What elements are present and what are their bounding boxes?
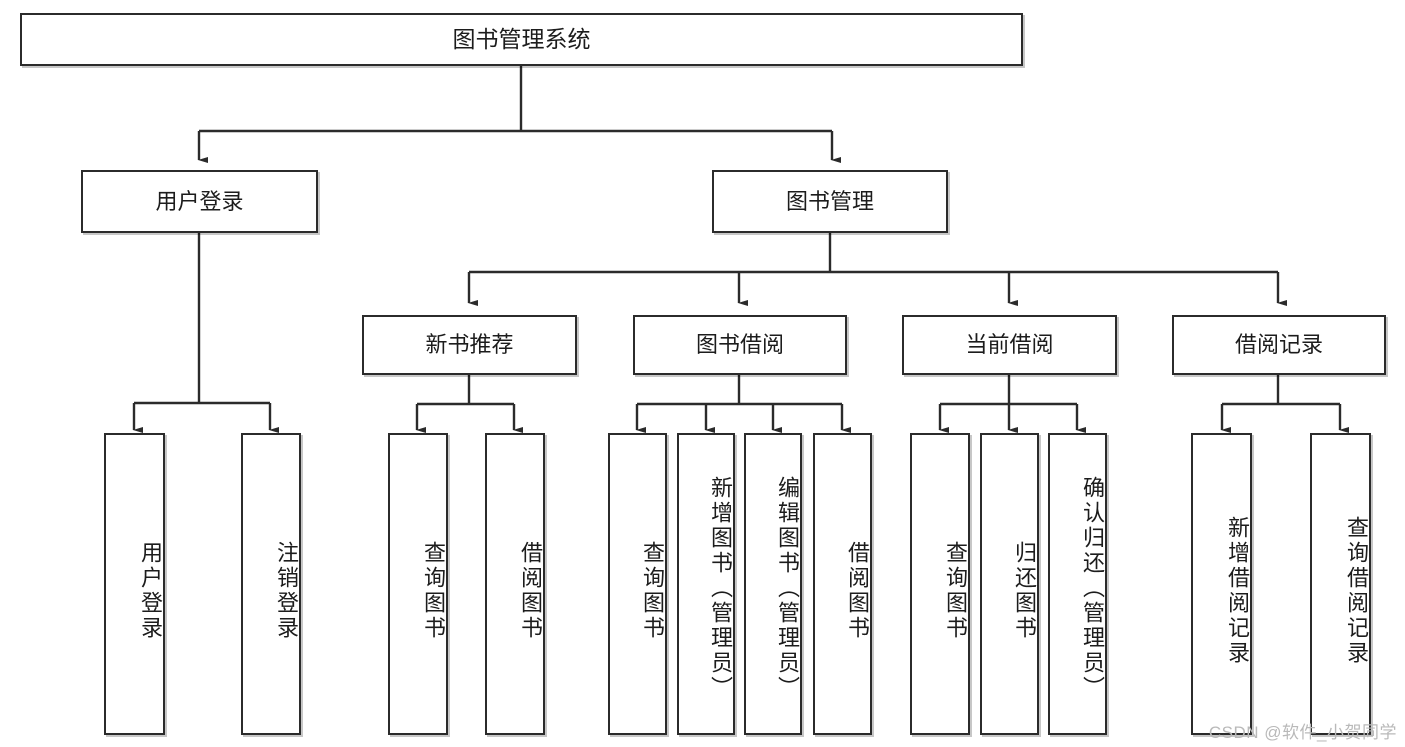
leaf-add-book-admin[interactable]: 新增图书（管理员） xyxy=(677,433,735,735)
node-new-book-recommend[interactable]: 新书推荐 xyxy=(362,315,577,375)
leaf-borrow-book-recommend[interactable]: 借阅图书 xyxy=(485,433,545,735)
leaf-query-book-current[interactable]: 查询图书 xyxy=(910,433,970,735)
node-current-borrow[interactable]: 当前借阅 xyxy=(902,315,1117,375)
leaf-confirm-return-admin[interactable]: 确认归还（管理员） xyxy=(1048,433,1107,735)
node-book-borrow[interactable]: 图书借阅 xyxy=(633,315,847,375)
leaf-edit-book-admin[interactable]: 编辑图书（管理员） xyxy=(744,433,802,735)
leaf-user-logout[interactable]: 注销登录 xyxy=(241,433,301,735)
watermark-text: CSDN @软件_小贺同学 xyxy=(1208,723,1397,742)
leaf-user-login[interactable]: 用户登录 xyxy=(104,433,165,735)
node-book-management[interactable]: 图书管理 xyxy=(712,170,948,233)
leaf-add-borrow-record[interactable]: 新增借阅记录 xyxy=(1191,433,1252,735)
node-user-login[interactable]: 用户登录 xyxy=(81,170,318,233)
leaf-query-book-recommend[interactable]: 查询图书 xyxy=(388,433,448,735)
node-root-book-management-system[interactable]: 图书管理系统 xyxy=(20,13,1023,66)
leaf-query-book-borrow[interactable]: 查询图书 xyxy=(608,433,667,735)
leaf-query-borrow-record[interactable]: 查询借阅记录 xyxy=(1310,433,1371,735)
leaf-return-book[interactable]: 归还图书 xyxy=(980,433,1039,735)
leaf-borrow-book[interactable]: 借阅图书 xyxy=(813,433,872,735)
node-borrow-record[interactable]: 借阅记录 xyxy=(1172,315,1386,375)
